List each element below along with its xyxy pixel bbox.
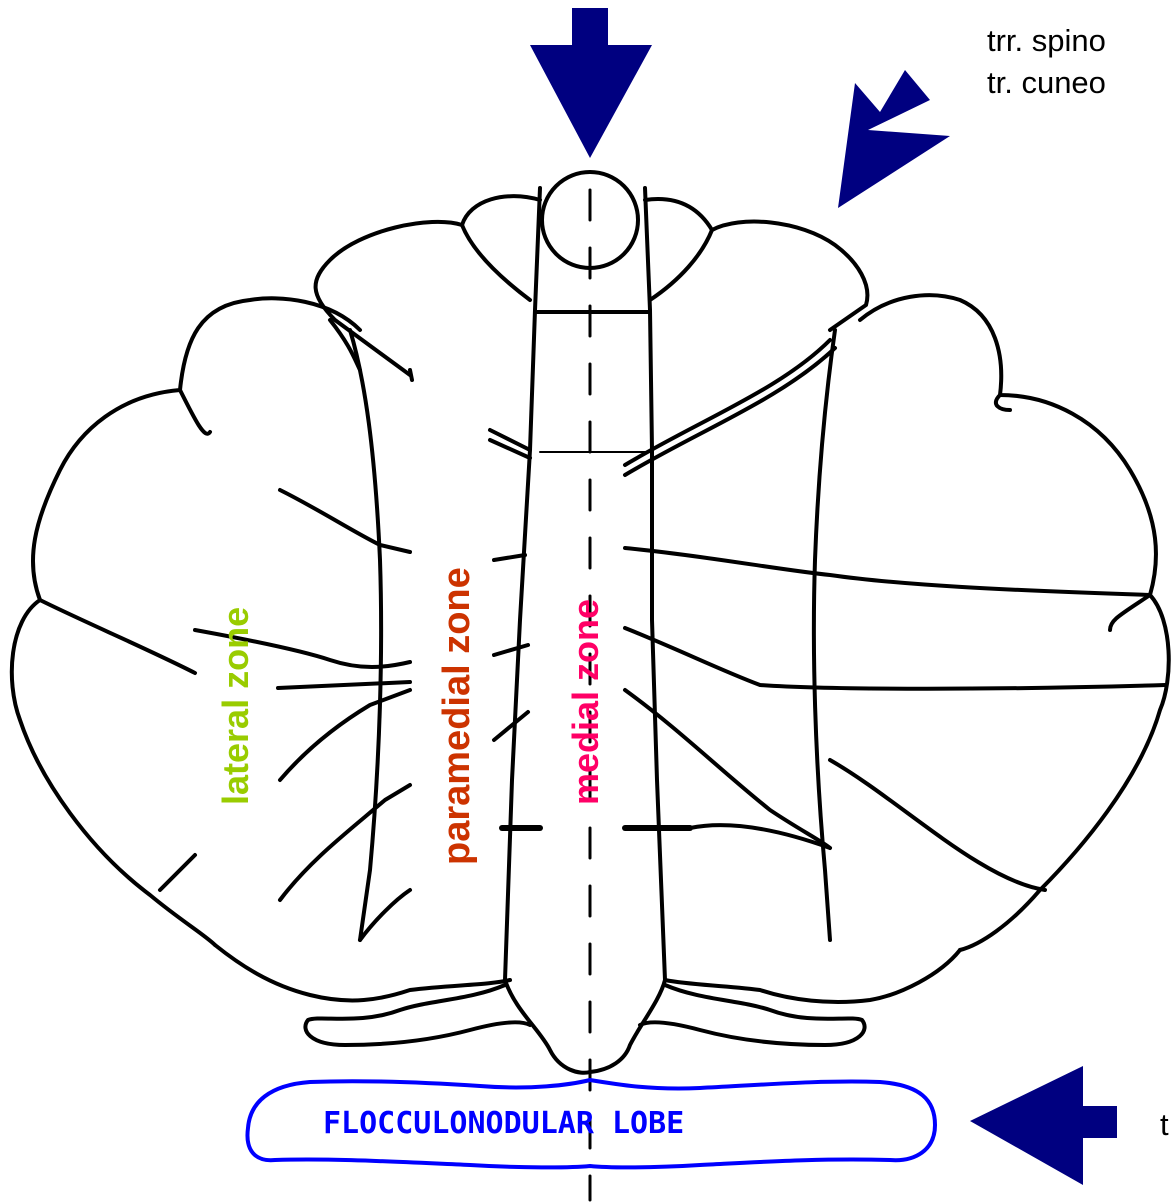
medial-zone-label: medial zone xyxy=(568,599,604,805)
lateral-zone-label: lateral zone xyxy=(218,607,254,805)
flocculonodular-lobe-label: FLOCCULONODULAR LOBE xyxy=(323,1108,843,1140)
bottom-right-label: t xyxy=(1160,1104,1173,1146)
arrow-diagonal-icon xyxy=(838,70,950,208)
arrow-down-icon xyxy=(530,8,652,158)
lateral-zone-word2: zone xyxy=(215,607,256,689)
tracts-line-2: tr. cuneo xyxy=(987,62,1173,104)
paramedial-zone-word1: paramedial xyxy=(436,664,478,865)
arrow-left-icon xyxy=(970,1066,1117,1185)
paramedial-zone-word2: zone xyxy=(436,567,478,654)
paramedial-zone-label: paramedial zone xyxy=(438,567,476,865)
tracts-label: trr. spino tr. cuneo xyxy=(987,20,1173,104)
tracts-line-1: trr. spino xyxy=(987,20,1173,62)
lateral-zone-word1: lateral xyxy=(215,699,256,805)
